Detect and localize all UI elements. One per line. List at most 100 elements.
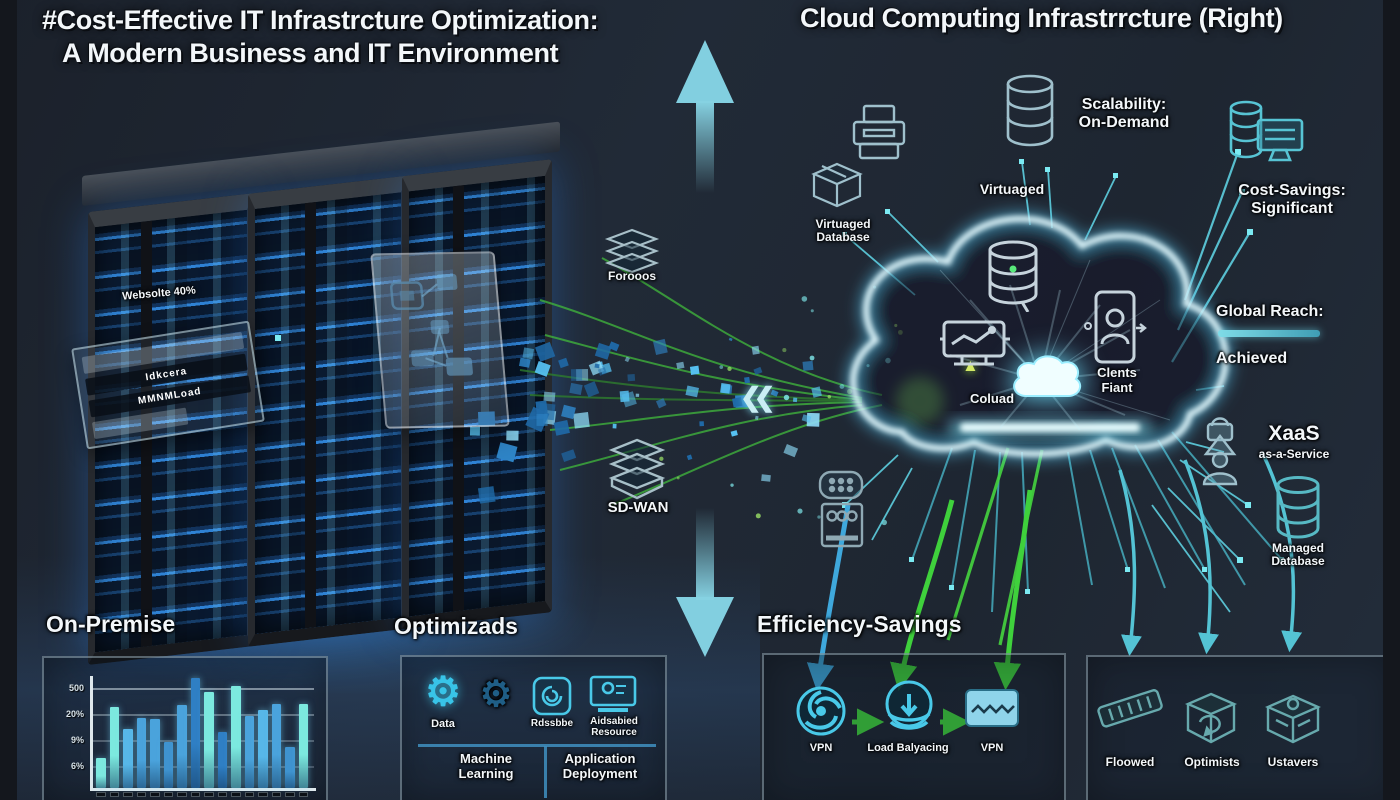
- gear-outline-icon: ⚙: [479, 673, 513, 714]
- cloud-monitor-chart-icon: [938, 312, 1014, 374]
- package-box-icon: [808, 156, 866, 214]
- virtualized-db-line2: Database: [816, 230, 870, 245]
- managed-database-icon: [1270, 474, 1326, 544]
- x-tick: [271, 792, 281, 797]
- resource-label-2: Optimists: [1184, 755, 1240, 769]
- chart-bar: [123, 729, 133, 788]
- flow-bottom-node-label: SD-WAN: [607, 499, 669, 516]
- cost-savings-line2: Significant: [1251, 199, 1333, 217]
- x-tick: [190, 792, 200, 797]
- chart-bar: [298, 704, 308, 788]
- printer-icon: [848, 100, 910, 166]
- chart-bar: [163, 742, 173, 788]
- efficiency-heading: Efficiency-Savings: [757, 611, 962, 637]
- monitor-label: Aidsabied Resource: [590, 716, 638, 739]
- rack-rail: [305, 202, 316, 629]
- client-line1: Clents: [1097, 365, 1137, 380]
- spiral-label: Rdssbbe: [530, 718, 574, 729]
- virtualized-label: Virtuaged: [979, 181, 1045, 197]
- chart-bar: [258, 710, 268, 788]
- x-tick: [109, 792, 119, 797]
- chart-bar: [217, 732, 227, 788]
- y-tick-label: 9%: [70, 735, 84, 745]
- x-tick: [123, 792, 133, 797]
- chart-bar: [96, 758, 106, 788]
- database-cylinder-icon: [1000, 72, 1060, 154]
- chart-bar: [271, 704, 281, 788]
- load-balancing-label: Load Balyacing: [867, 742, 949, 754]
- y-axis: [90, 676, 93, 790]
- resource-label-3: Ustavers: [1267, 755, 1319, 769]
- keypad-device-icon: [812, 468, 870, 560]
- y-tick-label: 6%: [70, 761, 84, 771]
- x-tick: [244, 792, 254, 797]
- scalability-label: Scalability: On-Demand: [1068, 96, 1180, 132]
- gridline: [90, 688, 314, 690]
- cyan-arrow-to-resource-1: [1118, 469, 1142, 657]
- managed-db-line2: Database: [1271, 554, 1325, 569]
- chart-bar: [177, 705, 187, 788]
- x-tick: [298, 792, 308, 797]
- virtualized-database-label: Virtuaged Database: [802, 217, 884, 245]
- hologram-diagram-icon: [390, 273, 473, 376]
- optimized-divider-h: [418, 744, 656, 747]
- x-tick: [96, 792, 106, 797]
- up-arrow-icon: [676, 40, 734, 193]
- hologram-panel: [370, 251, 510, 429]
- chart-bar: [285, 747, 295, 788]
- gridline: [90, 714, 314, 716]
- achieved-label: Achieved: [1216, 350, 1288, 367]
- x-tick-row: [96, 792, 308, 797]
- cloud-database-icon: [982, 238, 1044, 312]
- x-tick: [204, 792, 214, 797]
- global-reach-underline: [1218, 330, 1320, 337]
- vpn-swirl-icon: [794, 684, 848, 738]
- machine-learning-label: Machine Learning: [458, 751, 514, 781]
- chart-bar: [136, 718, 146, 788]
- x-tick: [150, 792, 160, 797]
- cost-savings-line1: Cost-Savings:: [1238, 182, 1346, 199]
- x-tick: [217, 792, 227, 797]
- chart-bar: [190, 678, 200, 788]
- on-premise-heading: On-Premise: [46, 611, 176, 637]
- x-tick: [163, 792, 173, 797]
- managed-database-label: Managed Database: [1260, 541, 1336, 569]
- optimized-divider-v: [544, 746, 547, 798]
- monitor-app-icon: [588, 674, 638, 716]
- gridline: [90, 740, 314, 742]
- database-monitor-icon: [1224, 98, 1310, 174]
- chevron-particles-icon: ❮❮: [740, 382, 775, 412]
- title-right: Cloud Computing Infrastrrcture (Right): [800, 3, 1283, 33]
- client-phone-icon: [1082, 288, 1148, 372]
- left-letterbox: [0, 0, 17, 800]
- lock-user-icon: [1190, 410, 1250, 490]
- client-line2: Fiant: [1101, 379, 1133, 395]
- client-label: Clents Fiant: [1086, 365, 1148, 395]
- title-left: #Cost-Effective IT Infrastrcture Optimiz…: [42, 4, 682, 70]
- x-tick: [285, 792, 295, 797]
- title-left-line2: A Modern Business and IT Environment: [62, 37, 559, 68]
- vpn-label-1: VPN: [809, 742, 833, 754]
- xaas-label: XaaS: [1268, 422, 1320, 445]
- data-label: Data: [431, 718, 455, 730]
- bar-series: [96, 676, 308, 788]
- application-deployment-label: Application Deployment: [562, 751, 638, 781]
- y-tick-label: 500: [68, 683, 84, 693]
- chart-bar: [231, 686, 241, 788]
- chart-bar: [109, 707, 119, 788]
- x-tick: [177, 792, 187, 797]
- xaas-subtitle: as-a-Service: [1258, 447, 1330, 461]
- chart-bar: [204, 692, 214, 788]
- scalability-line2: On-Demand: [1078, 113, 1170, 131]
- x-axis: [90, 788, 316, 791]
- scalability-line1: Scalability:: [1081, 96, 1167, 113]
- right-letterbox: [1383, 0, 1400, 800]
- x-tick: [231, 792, 241, 797]
- load-balancer-icon: [880, 678, 938, 738]
- vpn-label-2: VPN: [980, 742, 1004, 754]
- x-tick: [136, 792, 146, 797]
- gridline: [90, 766, 314, 768]
- chart-bar: [244, 716, 254, 788]
- chart-bar: [150, 719, 160, 788]
